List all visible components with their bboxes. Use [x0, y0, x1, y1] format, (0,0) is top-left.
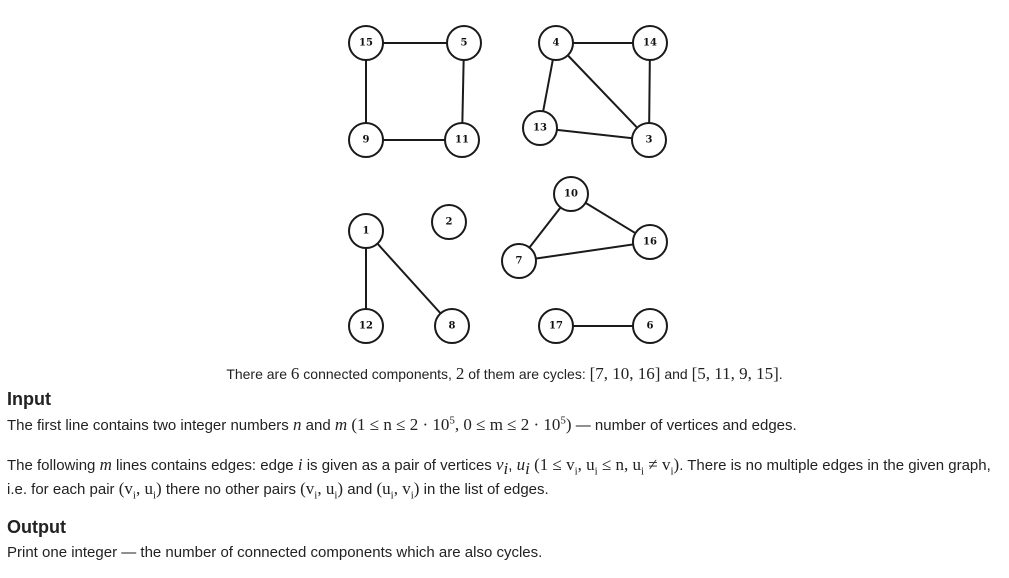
svg-text:14: 14 — [643, 38, 657, 49]
node-12: 12 — [348, 308, 384, 344]
node-14: 14 — [632, 25, 668, 61]
svg-text:1: 1 — [363, 226, 370, 237]
graph-edges — [365, 42, 651, 327]
node-7: 7 — [501, 243, 537, 279]
svg-text:15: 15 — [359, 38, 373, 49]
svg-text:12: 12 — [359, 321, 373, 332]
cycle-2: [5, 11, 9, 15] — [691, 364, 779, 383]
node-6: 6 — [632, 308, 668, 344]
component-count: 6 — [290, 364, 300, 383]
output-paragraph: Print one integer — the number of connec… — [7, 544, 543, 561]
input-heading: Input — [7, 389, 51, 409]
edge-13-3 — [539, 127, 650, 141]
svg-text:10: 10 — [564, 189, 578, 200]
svg-text:11: 11 — [455, 135, 469, 146]
edge-7-16 — [518, 241, 651, 262]
svg-text:4: 4 — [553, 38, 560, 49]
node-2: 2 — [431, 204, 467, 240]
svg-text:2: 2 — [446, 217, 453, 228]
node-11: 11 — [444, 122, 480, 158]
output-heading: Output — [7, 517, 66, 537]
node-15: 15 — [348, 25, 384, 61]
svg-text:16: 16 — [643, 237, 657, 248]
edge-4-3 — [555, 42, 650, 141]
node-8: 8 — [434, 308, 470, 344]
svg-text:8: 8 — [449, 321, 456, 332]
svg-text:3: 3 — [646, 135, 653, 146]
input-paragraph-2: The following m lines contains edges: ed… — [7, 455, 991, 502]
edge-1-8 — [365, 230, 453, 327]
cycle-count: 2 — [455, 364, 465, 383]
svg-text:13: 13 — [533, 123, 547, 134]
figure-caption: There are 6 connected components, 2 of t… — [226, 364, 783, 383]
svg-text:5: 5 — [461, 38, 468, 49]
svg-text:17: 17 — [549, 321, 563, 332]
node-1: 1 — [348, 213, 384, 249]
svg-text:7: 7 — [516, 256, 523, 267]
node-10: 10 — [553, 176, 589, 212]
node-13: 13 — [522, 110, 558, 146]
graph-illustration: 15 5 9 11 4 14 13 3 10 1 2 16 7 12 8 17 … — [348, 25, 668, 344]
cycle-1: [7, 10, 16] — [589, 364, 661, 383]
node-5: 5 — [446, 25, 482, 61]
graph-nodes: 15 5 9 11 4 14 13 3 10 1 2 16 7 12 8 17 … — [348, 25, 668, 344]
node-9: 9 — [348, 122, 384, 158]
node-3: 3 — [631, 122, 667, 158]
node-16: 16 — [632, 224, 668, 260]
node-17: 17 — [538, 308, 574, 344]
node-4: 4 — [538, 25, 574, 61]
svg-text:9: 9 — [363, 135, 370, 146]
svg-text:6: 6 — [647, 321, 654, 332]
input-paragraph-1: The first line contains two integer numb… — [7, 414, 797, 434]
